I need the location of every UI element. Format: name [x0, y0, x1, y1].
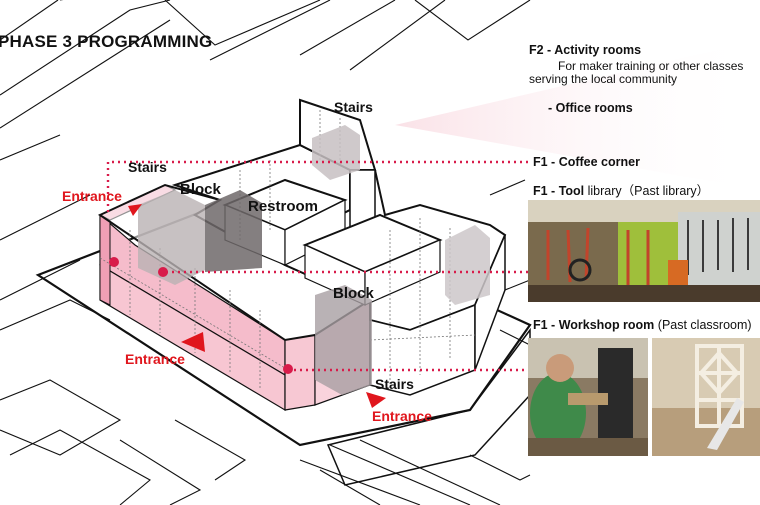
workshop-photo-left — [528, 338, 648, 456]
label-block-left: Block — [180, 181, 222, 198]
entrance-arrow — [366, 392, 386, 408]
entrance-arrow — [181, 332, 205, 352]
leader-lines — [106, 160, 530, 372]
note-f2-activity: F2 - Activity rooms — [529, 43, 642, 57]
building-mass — [97, 98, 507, 412]
marker-dot — [283, 364, 293, 374]
note-f1-tool: F1 - Tool library（Past library） — [533, 184, 710, 198]
label-entrance-bottom-right: Entrance — [372, 408, 432, 424]
label-stairs-bottom: Stairs — [375, 376, 414, 392]
marker-dot — [158, 267, 168, 277]
note-f1-coffee: F1 - Coffee corner — [533, 155, 640, 169]
marker-dot — [109, 257, 119, 267]
note-f2-office: - Office rooms — [548, 101, 633, 115]
label-entrance-bottom-left: Entrance — [125, 351, 185, 367]
entrance-arrow — [128, 204, 142, 216]
tool-library-photo — [528, 200, 760, 302]
label-stairs-left: Stairs — [128, 159, 167, 175]
context-linework — [0, 0, 531, 505]
note-f2-activity-desc-1: For maker training or other classes — [558, 59, 744, 73]
label-stairs-top: Stairs — [334, 99, 373, 115]
label-restroom: Restroom — [248, 198, 318, 215]
label-entrance-left: Entrance — [62, 188, 122, 204]
workshop-photo-right — [652, 338, 760, 456]
note-f2-activity-desc-2: serving the local community — [529, 72, 678, 86]
label-block-center: Block — [333, 285, 375, 302]
page-title: PHASE 3 PROGRAMMING — [0, 32, 213, 51]
pink-fade-wedge — [395, 40, 760, 190]
note-f1-workshop: F1 - Workshop room (Past classroom) — [533, 318, 752, 332]
